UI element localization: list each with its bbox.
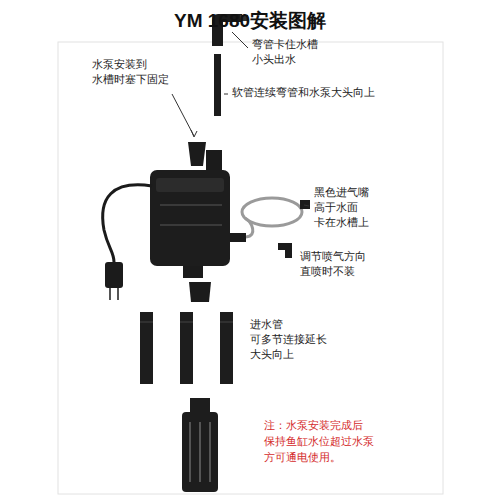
nozzle-elbow <box>278 243 292 258</box>
callout-label: 黑色进气嘴 高于水面 卡在水槽上 <box>314 186 380 231</box>
adapter <box>189 282 211 302</box>
note-text: 注：水泵安装完成后 保持鱼缸水位超过水泵 方可通电使用。 <box>264 418 382 466</box>
power-cord <box>103 185 152 262</box>
soft-hose <box>214 54 221 116</box>
frame <box>58 42 443 494</box>
callout-label: 进水管 可多节连接延长 大头向上 <box>250 318 336 363</box>
plug <box>105 262 123 300</box>
intake-pipes <box>140 312 233 384</box>
pump-body <box>150 150 246 278</box>
callout-label: 水泵安装到 水槽时塞下固定 <box>92 58 180 88</box>
callout-label: 调节喷气方向 直喷时不装 <box>300 250 376 280</box>
note-box: 注：水泵安装完成后 保持鱼缸水位超过水泵 方可通电使用。 <box>258 414 388 470</box>
stopper <box>188 142 206 166</box>
callout-label: 弯管卡住水槽 小头出水 <box>252 38 326 68</box>
strainer <box>182 398 218 492</box>
diagram-title: YM 1680安装图解 <box>0 8 500 34</box>
callout-label: 软管连续弯管和水泵大头向上 <box>232 86 402 101</box>
air-tube <box>242 198 310 237</box>
